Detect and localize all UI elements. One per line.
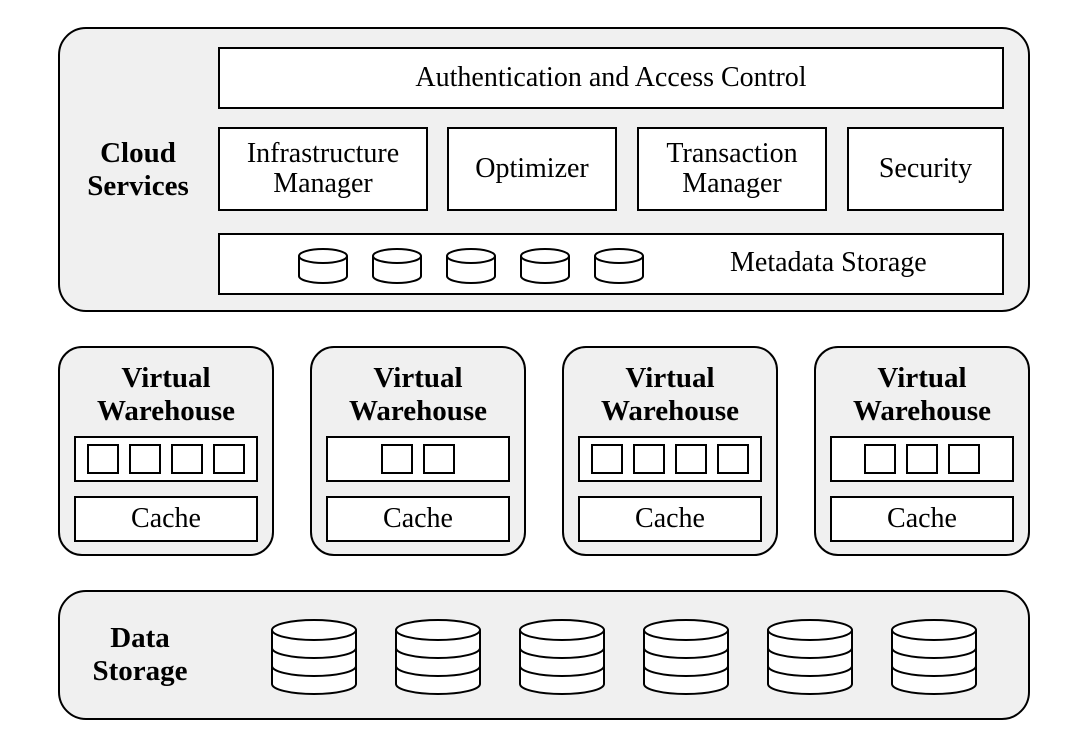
virtual-warehouse-title: Virtual Warehouse <box>852 362 992 427</box>
metadata-disk-group <box>296 247 646 284</box>
compute-node-icon <box>906 444 938 474</box>
storage-disk-icon <box>767 619 853 695</box>
virtual-warehouse-3: Virtual Warehouse Cache <box>562 346 778 556</box>
cache-box: Cache <box>326 496 510 542</box>
cloud-services-label: Cloud Services <box>87 137 189 202</box>
cache-box: Cache <box>74 496 258 542</box>
transaction-manager-box: Transaction Manager <box>637 127 827 211</box>
cache-box: Cache <box>830 496 1014 542</box>
storage-disk-icon <box>519 619 605 695</box>
metadata-disk-icon <box>446 248 496 284</box>
infrastructure-manager-box: Infrastructure Manager <box>218 127 428 211</box>
virtual-warehouse-2: Virtual Warehouse Cache <box>310 346 526 556</box>
cache-box: Cache <box>578 496 762 542</box>
metadata-disk-icon <box>298 248 348 284</box>
compute-node-icon <box>948 444 980 474</box>
storage-disk-icon <box>395 619 481 695</box>
optimizer-box: Optimizer <box>447 127 617 211</box>
compute-node-icon <box>213 444 245 474</box>
metadata-disk-icon <box>372 248 422 284</box>
authentication-access-control-box: Authentication and Access Control <box>218 47 1004 109</box>
metadata-disk-icon <box>520 248 570 284</box>
storage-disk-icon <box>891 619 977 695</box>
virtual-warehouse-title: Virtual Warehouse <box>600 362 740 427</box>
compute-node-group <box>830 436 1014 482</box>
data-storage-layer: Data Storage <box>58 590 1030 720</box>
compute-node-icon <box>381 444 413 474</box>
compute-node-icon <box>864 444 896 474</box>
storage-disk-icon <box>271 619 357 695</box>
compute-node-group <box>74 436 258 482</box>
virtual-warehouse-1: Virtual Warehouse Cache <box>58 346 274 556</box>
virtual-warehouse-title: Virtual Warehouse <box>96 362 236 427</box>
data-storage-label: Data Storage <box>92 622 188 687</box>
metadata-storage-box: Metadata Storage <box>218 233 1004 295</box>
cloud-services-layer: Cloud Services Authentication and Access… <box>58 27 1030 312</box>
compute-node-icon <box>591 444 623 474</box>
compute-node-icon <box>717 444 749 474</box>
compute-node-icon <box>675 444 707 474</box>
storage-disk-icon <box>643 619 729 695</box>
compute-node-group <box>578 436 762 482</box>
compute-node-icon <box>87 444 119 474</box>
compute-node-icon <box>423 444 455 474</box>
virtual-warehouse-4: Virtual Warehouse Cache <box>814 346 1030 556</box>
compute-node-icon <box>171 444 203 474</box>
metadata-storage-label: Metadata Storage <box>730 247 927 278</box>
data-disk-group <box>270 618 978 695</box>
compute-node-icon <box>633 444 665 474</box>
compute-node-icon <box>129 444 161 474</box>
metadata-disk-icon <box>594 248 644 284</box>
security-box: Security <box>847 127 1004 211</box>
compute-node-group <box>326 436 510 482</box>
virtual-warehouse-title: Virtual Warehouse <box>348 362 488 427</box>
